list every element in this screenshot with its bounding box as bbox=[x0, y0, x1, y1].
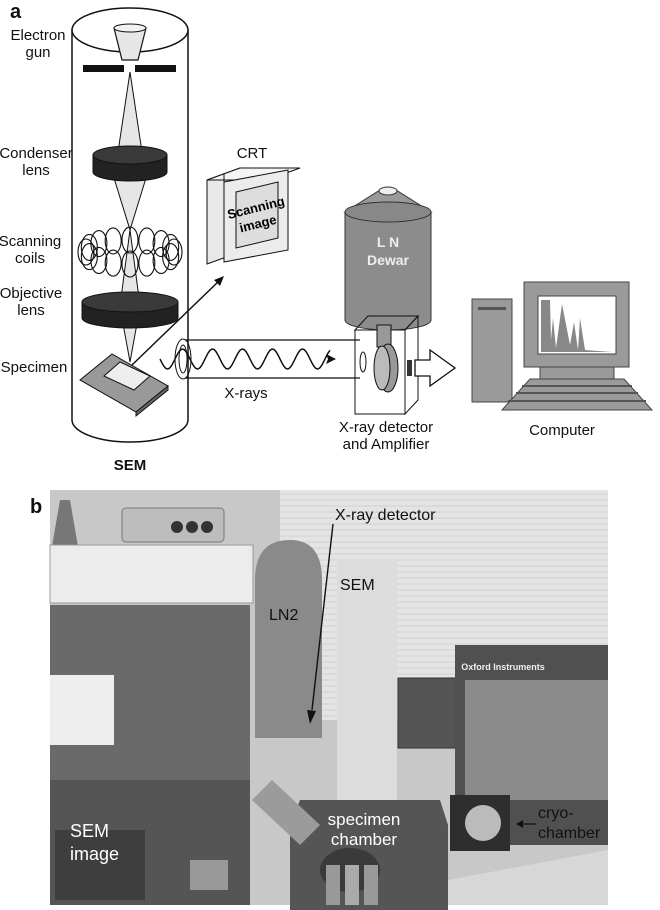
signal-arrow-crt bbox=[131, 279, 221, 366]
coil-loop bbox=[77, 238, 95, 266]
computer-icon bbox=[471, 281, 654, 411]
label-xrays: X-rays bbox=[224, 385, 267, 402]
panel-b-photo: b X bbox=[30, 490, 608, 910]
label-scanning-coils-1: Scanning bbox=[0, 233, 61, 250]
crt-monitor-icon: Scanning image bbox=[206, 167, 301, 265]
coil-loop bbox=[121, 250, 139, 278]
label-specimen-chamber-2: chamber bbox=[331, 830, 397, 849]
label-sem-image-1: SEM bbox=[70, 821, 109, 841]
label-crt: CRT bbox=[237, 145, 268, 162]
label-sem-column: SEM bbox=[114, 457, 147, 474]
label-detector-1: X-ray detector bbox=[339, 419, 433, 436]
label-xray-detector: X-ray detector bbox=[335, 507, 436, 524]
panel-a-schematic: a Electron gun Condense bbox=[0, 1, 654, 474]
xray-detector-arrow bbox=[311, 523, 334, 711]
coil-loop bbox=[121, 226, 139, 254]
coil-loop bbox=[90, 229, 108, 258]
label-scanning-coils-2: coils bbox=[15, 250, 45, 267]
specimen-stage-icon bbox=[79, 353, 169, 418]
coil-loop bbox=[104, 249, 122, 277]
electron-beam bbox=[113, 71, 147, 363]
label-objective-2: lens bbox=[17, 302, 45, 319]
label-computer: Computer bbox=[529, 422, 595, 439]
electron-gun-icon bbox=[113, 23, 147, 61]
condenser-lens-icon bbox=[92, 145, 168, 182]
coil-loop bbox=[80, 233, 98, 261]
label-ln2: LN2 bbox=[269, 607, 298, 624]
label-condenser-2: lens bbox=[22, 162, 50, 179]
coil-loop bbox=[162, 233, 180, 261]
coil-loop bbox=[152, 229, 170, 258]
label-electron-gun-1: Electron bbox=[10, 27, 65, 44]
label-sem-image-2: image bbox=[70, 844, 119, 864]
label-sem: SEM bbox=[340, 577, 375, 594]
coil-loop bbox=[138, 227, 156, 255]
output-arrow bbox=[414, 348, 457, 388]
label-dewar: Dewar bbox=[367, 252, 410, 268]
panel-a-letter: a bbox=[10, 1, 22, 23]
panel-b-letter: b bbox=[30, 496, 42, 518]
xray-path bbox=[159, 338, 360, 380]
photo-frame bbox=[49, 490, 608, 910]
aperture-right bbox=[135, 65, 176, 72]
label-cryo-chamber-1: cryo- bbox=[538, 805, 574, 822]
label-ln: L N bbox=[377, 234, 399, 250]
label-specimen-chamber-1: specimen bbox=[328, 810, 401, 829]
coil-loop bbox=[138, 249, 156, 277]
xray-detector-icon bbox=[353, 314, 457, 416]
coil-loop bbox=[165, 238, 183, 266]
label-detector-2: and Amplifier bbox=[343, 436, 430, 453]
objective-lens-icon bbox=[81, 291, 179, 329]
label-objective-1: Objective bbox=[0, 285, 62, 302]
label-specimen: Specimen bbox=[1, 359, 68, 376]
scanning-coils-icon bbox=[77, 226, 183, 278]
aperture-left bbox=[83, 65, 124, 72]
coil-loop bbox=[104, 227, 122, 255]
label-electron-gun-2: gun bbox=[25, 44, 50, 61]
label-oxford-instruments: Oxford Instruments bbox=[461, 662, 545, 672]
ln-dewar-icon: L N Dewar bbox=[343, 186, 433, 331]
label-cryo-chamber-2: chamber bbox=[538, 825, 601, 842]
label-condenser-1: Condenser bbox=[0, 145, 73, 162]
